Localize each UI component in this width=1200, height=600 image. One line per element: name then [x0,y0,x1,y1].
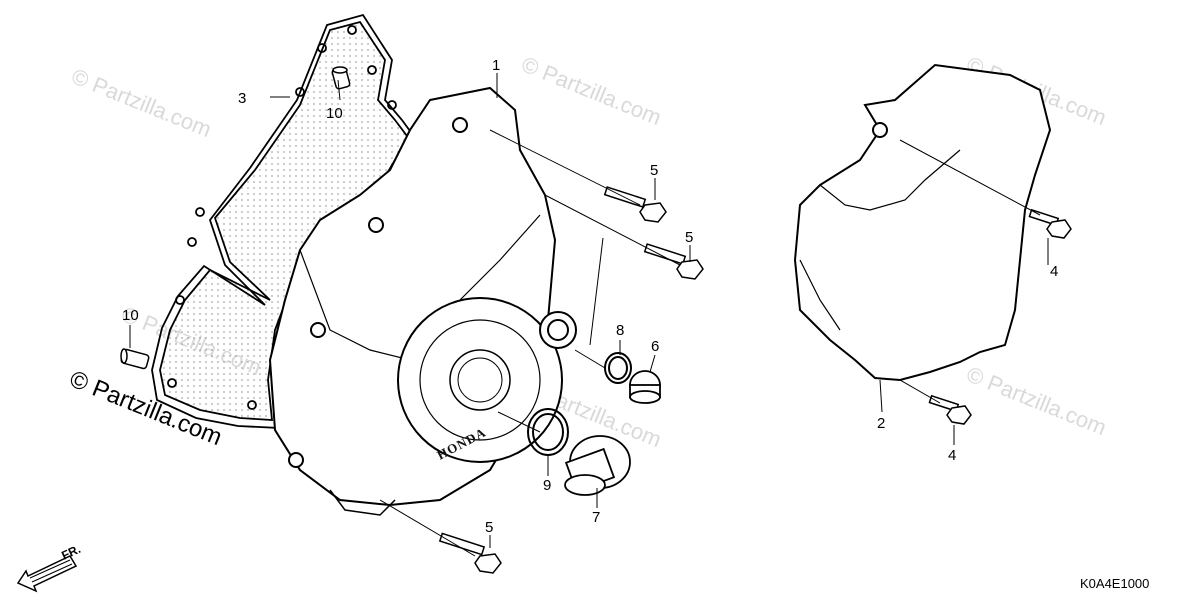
dowel-pin-part-10 [120,348,150,370]
dowel-pin-part-10 [331,66,351,90]
bolt-part-4 [928,394,972,425]
leader-lines [129,73,1049,557]
watermark: © Partzilla.com [518,51,665,130]
bolt-part-5 [643,243,704,280]
callout-label: 5 [650,162,658,179]
cap-part-6 [629,370,661,404]
callout-label: 4 [948,447,956,464]
o-ring-part-8 [604,352,632,384]
watermark: © Partzilla.com [68,63,215,142]
callout-label: 10 [122,307,139,324]
o-ring-part-9 [527,408,569,456]
bolt-part-4 [1028,208,1072,239]
front-label: FR. [59,542,82,563]
callout-layer: 1 2 3 4 4 5 5 5 6 7 8 9 10 10 [122,57,1058,536]
bolt-part-5 [438,532,502,574]
callout-label: 1 [492,57,500,74]
callout-label: 5 [485,519,493,536]
callout-label: 3 [238,90,246,107]
callout-label: 2 [877,415,885,432]
callout-label: 8 [616,322,624,339]
front-direction-indicator: FR. [16,542,83,593]
callout-label: 10 [326,105,343,122]
left-crankcase-cover-part-1: HONDA [268,86,577,516]
watermark: © Partzilla.com [963,361,1110,440]
cap-part-7 [564,435,631,496]
callout-label: 6 [651,338,659,355]
callout-label: 5 [685,229,693,246]
sprocket-cover-part-2 [793,63,1052,382]
diagram-code: K0A4E1000 [1080,576,1149,591]
callout-label: 4 [1050,263,1058,280]
callout-label: 7 [592,509,600,526]
callout-label: 9 [543,477,551,494]
